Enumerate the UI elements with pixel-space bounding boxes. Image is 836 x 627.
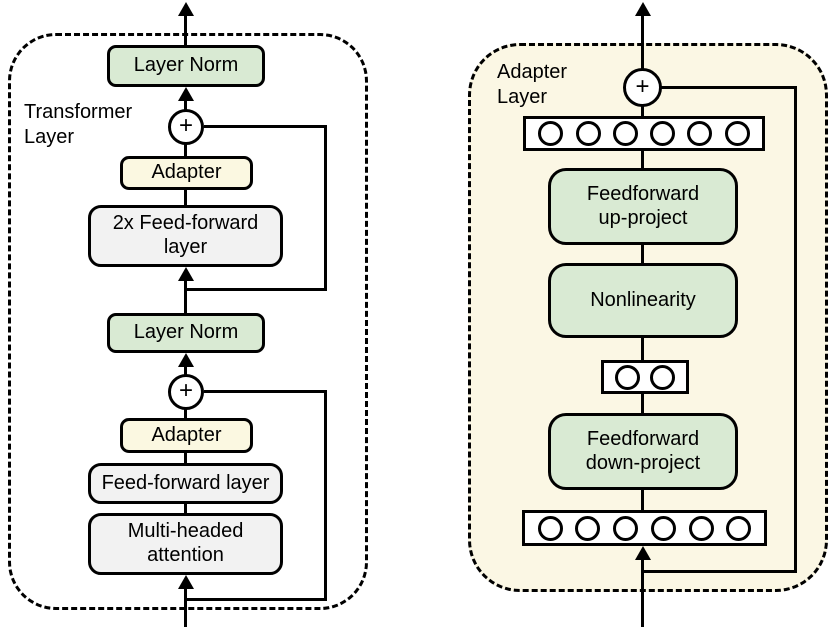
feature-row-top	[523, 116, 765, 151]
input-arrowhead	[178, 575, 194, 589]
input-arrowhead	[635, 546, 651, 560]
layer-norm-top-node: Layer Norm	[107, 45, 265, 87]
flow-line	[184, 12, 187, 45]
skip-connection-line	[204, 390, 327, 393]
transformer-layer-container	[8, 33, 368, 610]
transformer-layer-label: Transformer Layer	[24, 101, 133, 148]
flow-line	[641, 12, 644, 70]
arrowhead	[178, 267, 194, 281]
output-arrowhead	[635, 2, 651, 16]
feature-circle	[650, 515, 676, 541]
input-line	[184, 585, 187, 627]
feature-row-bottom	[522, 510, 767, 546]
feature-circle	[650, 364, 676, 390]
flow-line	[184, 502, 187, 514]
add-circle-adapter: +	[623, 68, 662, 107]
adapter-layer-label: Adapter Layer	[497, 61, 568, 108]
feature-circle	[724, 121, 750, 146]
skip-connection-line	[204, 125, 327, 128]
flow-line	[184, 143, 187, 157]
flow-line	[184, 361, 187, 376]
arrowhead	[178, 353, 194, 367]
feature-circle	[688, 515, 714, 541]
feature-circle	[614, 364, 640, 390]
add-circle-bottom: +	[168, 374, 204, 410]
skip-connection-line	[661, 86, 797, 89]
adapter-top-node: Adapter	[120, 156, 253, 190]
layer-norm-bottom-node: Layer Norm	[107, 313, 265, 353]
flow-line	[641, 337, 644, 361]
arrowhead	[178, 87, 194, 101]
feedforward-2x-node: 2x Feed-forward layer	[88, 205, 283, 267]
flow-line	[641, 244, 644, 264]
feature-circle	[538, 121, 564, 146]
flow-line	[641, 106, 644, 118]
input-line	[641, 556, 644, 627]
skip-connection-line	[643, 570, 797, 573]
feature-circle	[575, 121, 601, 146]
feedforward-up-project-node: Feedforward up-project	[548, 168, 738, 245]
flow-line	[641, 392, 644, 414]
skip-connection-line	[324, 125, 327, 291]
skip-connection-line	[186, 288, 327, 291]
add-circle-top: +	[168, 109, 204, 145]
flow-line	[184, 96, 187, 112]
feature-circle	[613, 515, 639, 541]
flow-line	[184, 408, 187, 419]
skip-connection-line	[324, 390, 327, 601]
feature-circle	[612, 121, 638, 146]
output-arrowhead	[178, 2, 194, 16]
adapter-bottom-node: Adapter	[120, 418, 253, 453]
feature-circle	[726, 515, 752, 541]
flow-line	[184, 189, 187, 206]
flow-line	[641, 489, 644, 511]
feature-circle	[687, 121, 713, 146]
feature-circle	[537, 515, 563, 541]
skip-connection-line	[794, 86, 797, 573]
feature-row-bottleneck	[601, 360, 689, 394]
feedforward-down-project-node: Feedforward down-project	[548, 413, 738, 490]
flow-line	[184, 276, 187, 314]
feature-circle	[575, 515, 601, 541]
feature-circle	[650, 121, 676, 146]
flow-line	[641, 150, 644, 169]
skip-connection-line	[186, 598, 327, 601]
nonlinearity-node: Nonlinearity	[548, 263, 738, 338]
flow-line	[184, 452, 187, 464]
multi-headed-attention-node: Multi-headed attention	[88, 513, 283, 575]
feedforward-layer-node: Feed-forward layer	[88, 463, 283, 504]
